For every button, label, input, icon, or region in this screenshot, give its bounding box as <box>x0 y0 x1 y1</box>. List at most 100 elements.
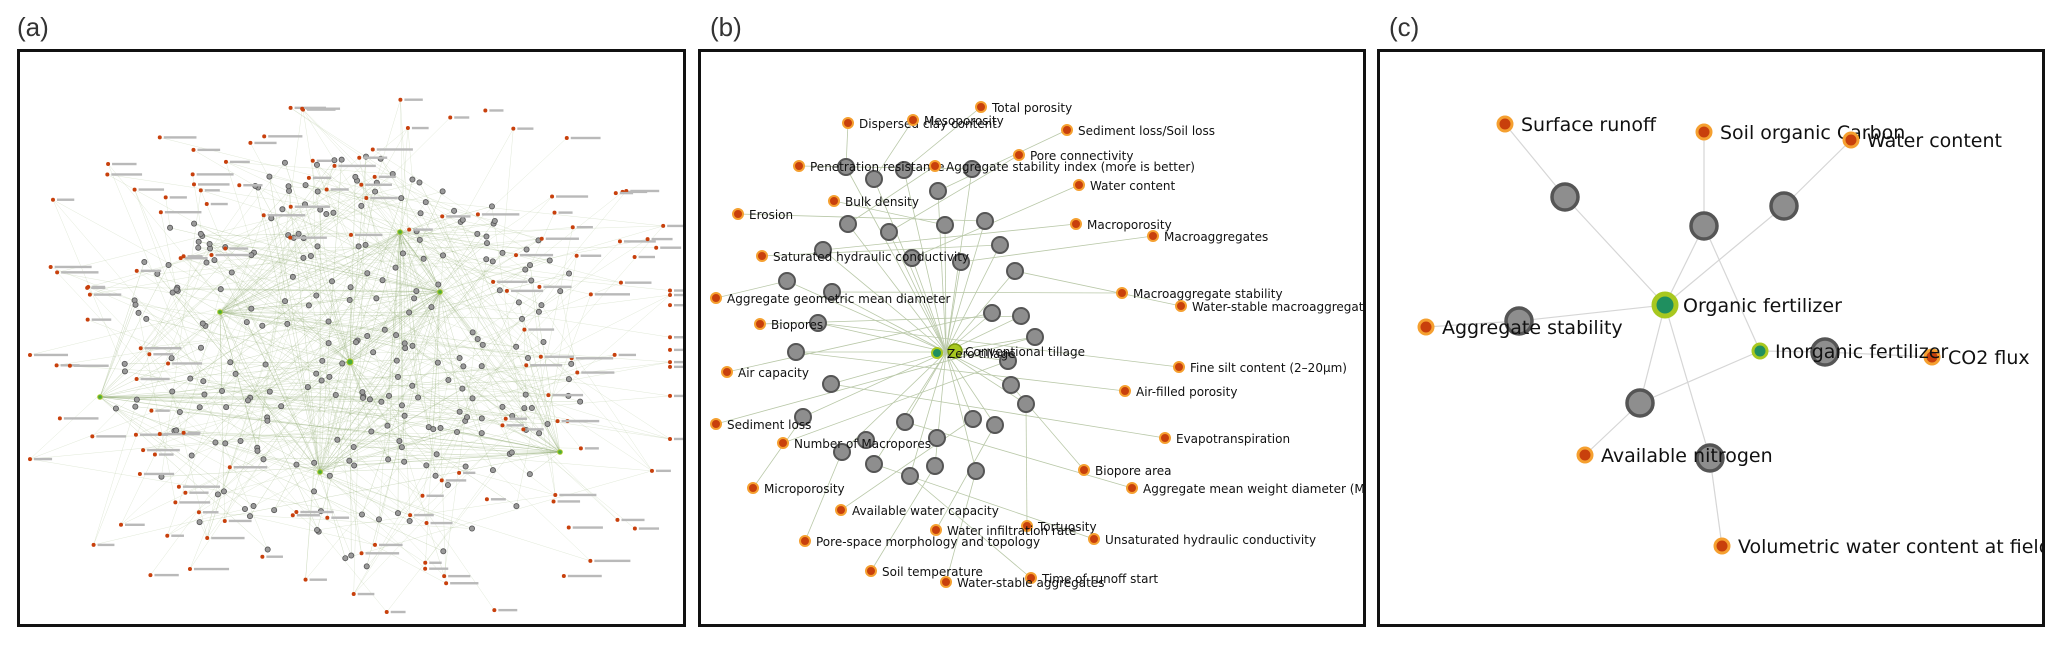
svg-text:Mesoporosity: Mesoporosity <box>924 114 1004 128</box>
study-node <box>1769 191 1799 221</box>
study-node <box>967 462 985 480</box>
study-node <box>1504 306 1534 336</box>
study-node <box>865 455 883 473</box>
svg-text:Available nitrogen: Available nitrogen <box>1601 445 1773 467</box>
study-node <box>903 249 921 267</box>
node-28: Water infiltration rate <box>930 524 1076 538</box>
panel-c-label: (c) <box>1389 12 1420 42</box>
svg-text:Water-stable aggregates: Water-stable aggregates <box>957 576 1104 590</box>
node-18: Fine silt content (2–20μm) <box>1173 361 1347 375</box>
svg-text:Pore-space morphology and topo: Pore-space morphology and topology <box>816 535 1040 549</box>
node-aggregate-stability: Aggregate stability <box>1417 317 1623 339</box>
panel-a-label: (a) <box>17 12 49 42</box>
study-node <box>1689 211 1719 241</box>
study-node <box>1006 262 1024 280</box>
svg-text:Evapotranspiration: Evapotranspiration <box>1176 432 1290 446</box>
node-4: Penetration resistance <box>793 160 945 174</box>
study-node <box>823 283 841 301</box>
node-21: Number of Macropores <box>777 437 931 451</box>
study-node <box>991 236 1009 254</box>
study-node <box>1012 307 1030 325</box>
svg-text:Organic fertilizer: Organic fertilizer <box>1683 295 1842 317</box>
svg-text:Aggregate stability index (mor: Aggregate stability index (more is bette… <box>946 160 1195 174</box>
svg-text:Macroporosity: Macroporosity <box>1087 218 1172 232</box>
study-node <box>865 170 883 188</box>
study-node <box>1625 388 1655 418</box>
svg-text:Conventional tillage: Conventional tillage <box>965 345 1085 359</box>
overview-network <box>28 97 683 614</box>
study-node <box>901 467 919 485</box>
node-22: Evapotranspiration <box>1159 432 1290 446</box>
node-14: Macroaggregate stability <box>1116 287 1283 301</box>
panel-b: Dispersed clay content Mesoporosity Tota… <box>698 49 1366 627</box>
svg-text:Dispersed clay content: Dispersed clay content <box>859 117 997 131</box>
node-25: Aggregate mean weight diameter (MWD) <box>1126 482 1363 496</box>
study-node <box>929 182 947 200</box>
study-node <box>926 457 944 475</box>
svg-text:Water content: Water content <box>1867 130 2002 152</box>
svg-text:Water infiltration rate: Water infiltration rate <box>947 524 1076 538</box>
svg-text:Sediment loss: Sediment loss <box>727 418 811 432</box>
tillage-network: Dispersed clay content Mesoporosity Tota… <box>710 101 1363 590</box>
study-node <box>983 304 1001 322</box>
node-15: Water-stable macroaggregates <box>1175 300 1363 314</box>
node-6: Pore connectivity <box>1013 149 1133 163</box>
node-2: Total porosity <box>975 101 1072 115</box>
svg-text:Volumetric water content at fi: Volumetric water content at field ca <box>1738 536 2042 558</box>
study-node <box>1550 182 1580 212</box>
study-node <box>880 223 898 241</box>
svg-text:Macroaggregates: Macroaggregates <box>1164 230 1268 244</box>
node-available-nitrogen: Available nitrogen <box>1576 445 1773 467</box>
svg-text:Aggregate stability: Aggregate stability <box>1442 317 1623 339</box>
svg-text:Saturated hydraulic conductivi: Saturated hydraulic conductivity <box>773 250 969 264</box>
study-node <box>1002 376 1020 394</box>
study-node <box>814 241 832 259</box>
study-node <box>778 272 796 290</box>
study-node <box>787 343 805 361</box>
study-node <box>822 375 840 393</box>
node-1: Mesoporosity <box>907 114 1004 128</box>
node-water-content: Water content <box>1842 130 2002 152</box>
svg-text:Fine silt content (2–20μm): Fine silt content (2–20μm) <box>1190 361 1347 375</box>
node-0: Dispersed clay content <box>842 117 997 131</box>
node-11: Macroaggregates <box>1147 230 1268 244</box>
node-co2-flux: CO2 flux <box>1923 347 2030 369</box>
study-node <box>1017 395 1035 413</box>
node-13: Aggregate geometric mean diameter <box>710 292 950 306</box>
node-24: Microporosity <box>747 482 845 496</box>
node-9: Erosion <box>732 208 793 222</box>
study-node <box>1810 337 1840 367</box>
node-29: Pore-space morphology and topology <box>799 535 1040 549</box>
study-node <box>833 443 851 461</box>
svg-text:Biopore area: Biopore area <box>1095 464 1172 478</box>
svg-text:Soil temperature: Soil temperature <box>882 565 983 579</box>
node-23: Biopore area <box>1078 464 1172 478</box>
study-node <box>809 314 827 332</box>
node-12: Saturated hydraulic conductivity <box>756 250 969 264</box>
treatment-zero-tillage: Zero tillage <box>931 347 1016 361</box>
panel-b-label: (b) <box>710 12 742 42</box>
svg-text:Air-filled porosity: Air-filled porosity <box>1136 385 1237 399</box>
node-20: Sediment loss <box>710 418 811 432</box>
svg-text:Total porosity: Total porosity <box>991 101 1072 115</box>
node-7: Water content <box>1073 179 1176 193</box>
node-31: Soil temperature <box>865 565 983 579</box>
study-node <box>999 352 1017 370</box>
svg-text:Inorganic fertilizer: Inorganic fertilizer <box>1775 341 1948 363</box>
node-16: Biopores <box>754 318 823 332</box>
node-26: Available water capacity <box>835 504 999 518</box>
svg-text:Penetration resistance: Penetration resistance <box>810 160 945 174</box>
study-node <box>794 408 812 426</box>
svg-text:Biopores: Biopores <box>771 318 823 332</box>
study-node <box>839 215 857 233</box>
node-32: Time of runoff start <box>1025 572 1158 586</box>
study-node <box>1026 328 1044 346</box>
svg-text:CO2 flux: CO2 flux <box>1948 347 2030 369</box>
svg-text:Sediment loss/Soil loss: Sediment loss/Soil loss <box>1078 124 1215 138</box>
node-surface-runoff: Surface runoff <box>1496 114 1657 136</box>
study-node <box>986 416 1004 434</box>
treatment-organic-fertilizer: Organic fertilizer <box>1651 291 1842 319</box>
study-node <box>928 429 946 447</box>
study-node <box>837 158 855 176</box>
svg-text:Tortuosity: Tortuosity <box>1037 520 1097 534</box>
